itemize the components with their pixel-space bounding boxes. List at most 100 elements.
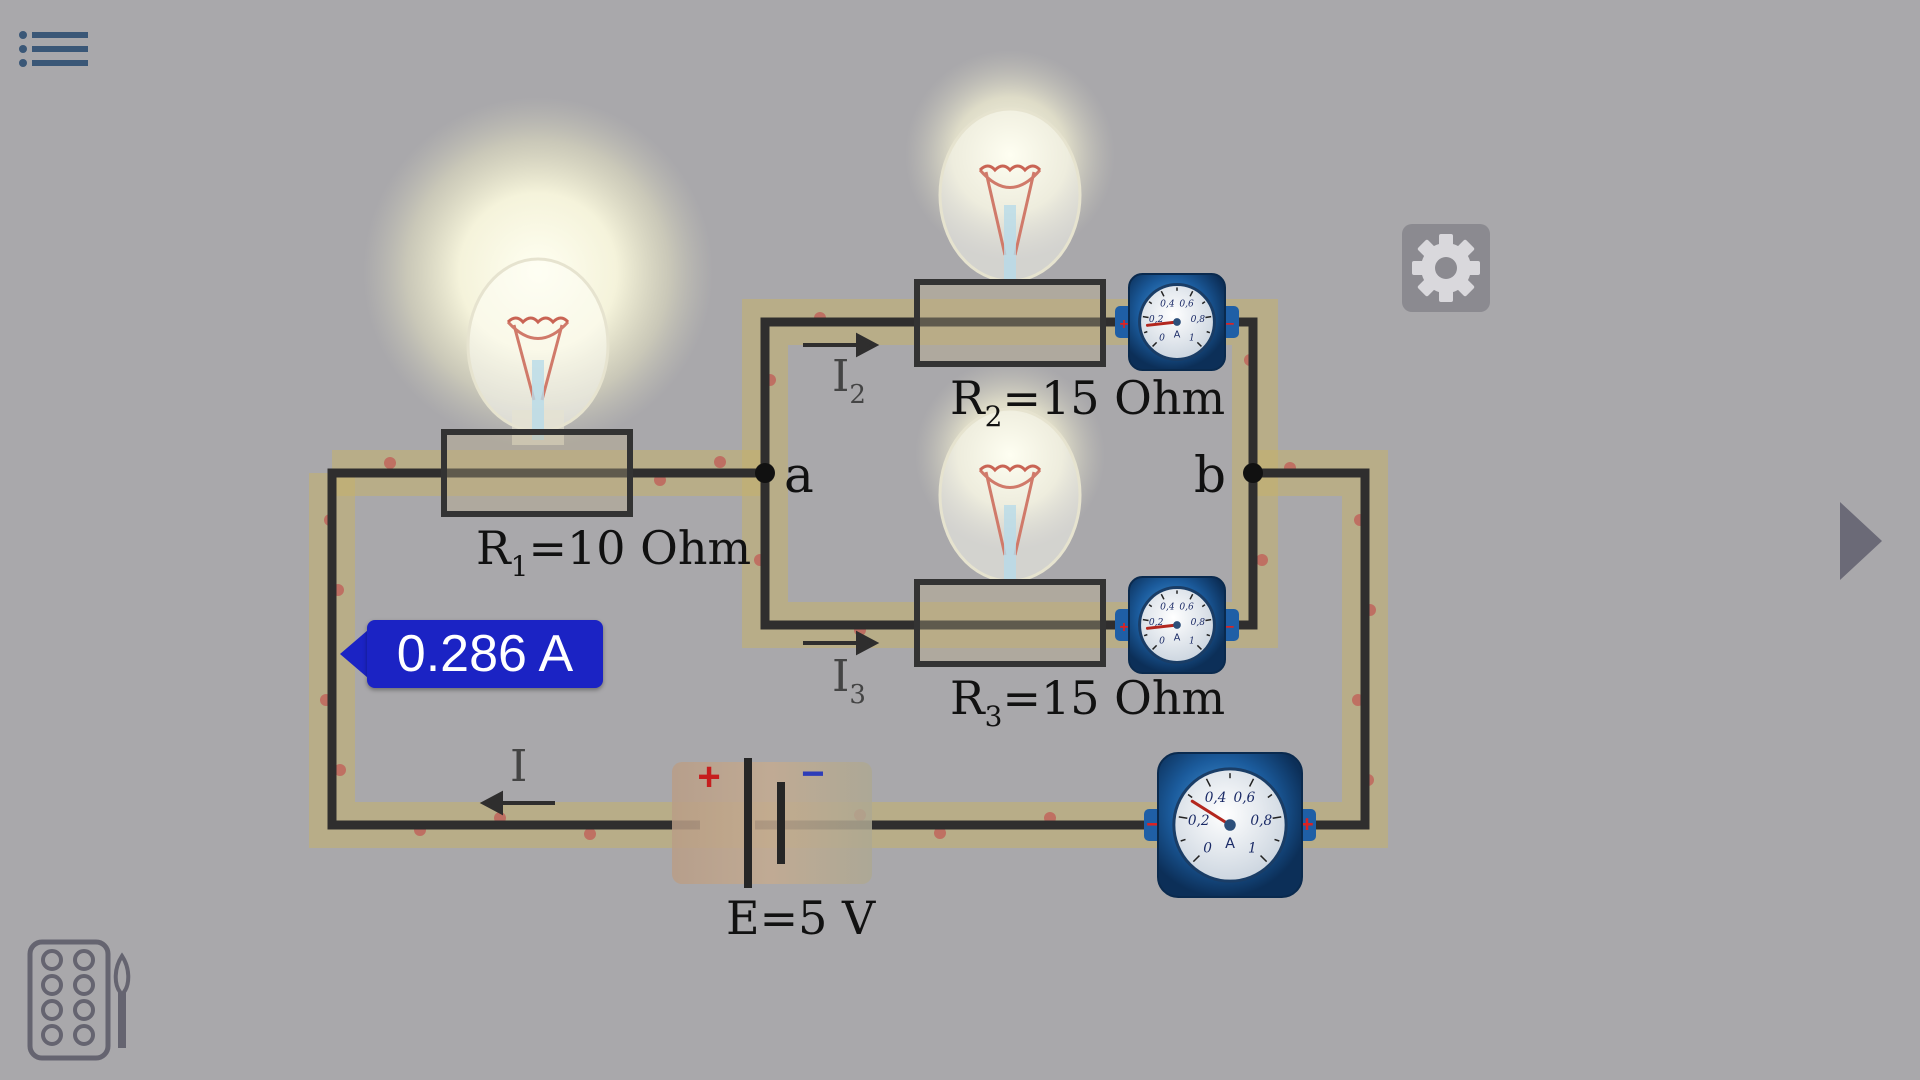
ammeter-main-tick [1192, 855, 1200, 863]
triangle-right-icon [1840, 502, 1882, 580]
resistor-r3[interactable] [914, 579, 1106, 667]
ammeter-branch-3-tick [1160, 593, 1165, 600]
battery-plus-sign: + [697, 755, 720, 799]
ammeter-branch-2[interactable]: + − 0 0,2 0,4 0,6 0,8 1A [1115, 273, 1239, 371]
node-label-b: b [1194, 446, 1227, 504]
ammeter-branch-2-needle-hub [1173, 318, 1181, 326]
ammeter-main-tick [1180, 838, 1186, 842]
ammeter-main-scale-label: 0,6 [1234, 790, 1256, 806]
menu-button[interactable] [18, 30, 92, 74]
ammeter-branch-3-tick [1206, 633, 1211, 637]
label-r2: R2=15 Ohm [950, 375, 1225, 431]
ammeter-main-tick [1274, 838, 1280, 842]
ammeter-branch-2-terminal-right-sign: − [1226, 316, 1235, 333]
label-current-i3: I3 [832, 655, 866, 710]
ammeter-branch-3-terminal-right-sign: − [1226, 619, 1235, 636]
label-r1: R1=10 Ohm [476, 525, 751, 581]
gear-icon [1412, 234, 1480, 302]
ammeter-branch-2-scale-label: 1 [1189, 333, 1195, 343]
ammeter-branch-3-tick [1143, 633, 1148, 637]
ammeter-branch-3-tick [1148, 604, 1153, 608]
ammeter-branch-2-terminal-left-sign: + [1120, 316, 1129, 333]
ammeter-branch-2-tick [1206, 330, 1211, 334]
current-reading-tag: 0.286 A [340, 618, 605, 690]
ammeter-branch-2-unit-label: A [1174, 329, 1181, 340]
ammeter-branch-2-scale-label: 0,8 [1191, 315, 1206, 325]
palette-button[interactable] [26, 938, 136, 1062]
label-r3-index: 3 [984, 700, 1003, 733]
ammeter-main-tick [1205, 778, 1212, 787]
ammeter-main-scale-label: 0,2 [1188, 813, 1210, 829]
ammeter-main-needle [1190, 799, 1232, 827]
ammeter-main-tick [1248, 778, 1255, 787]
ammeter-branch-3-scale-label: 0,2 [1149, 618, 1164, 628]
resistor-r1[interactable] [441, 429, 633, 517]
ammeter-main-terminal-right-sign: + [1300, 811, 1313, 837]
label-r2-name: R [950, 371, 985, 425]
label-current-i2-name: I [832, 351, 850, 402]
ammeter-branch-2-scale-label: 0,2 [1149, 315, 1164, 325]
palette-brush-icon [27, 939, 131, 1061]
ammeter-branch-3-tick [1205, 618, 1212, 622]
ammeter-branch-3-scale-label: 0 [1159, 636, 1165, 646]
battery-minus-sign: − [801, 752, 824, 796]
ammeter-branch-3-tick [1142, 618, 1149, 622]
ammeter-branch-3-scale-label: 1 [1189, 636, 1195, 646]
ammeter-branch-2-tick [1148, 301, 1153, 305]
label-r3-name: R [950, 671, 985, 725]
ammeter-main-scale-label: 0 [1203, 840, 1212, 856]
label-r1-index: 1 [510, 550, 529, 583]
ammeter-branch-2-scale-label: 0,4 [1160, 300, 1175, 310]
label-current-i2-index: 2 [849, 380, 866, 410]
ammeter-branch-3-needle [1145, 623, 1179, 630]
ammeter-main-scale-label: 0,4 [1205, 790, 1227, 806]
ammeter-branch-3-needle-hub [1173, 621, 1181, 629]
ammeter-branch-2-tick [1160, 290, 1165, 297]
ammeter-main-unit-label: A [1225, 836, 1235, 852]
label-r2-value: =15 Ohm [1002, 371, 1226, 425]
label-r2-index: 2 [984, 400, 1003, 433]
resistor-r2[interactable] [914, 279, 1106, 367]
settings-button[interactable] [1402, 224, 1490, 312]
ammeter-branch-2-tick [1196, 341, 1202, 347]
ammeter-branch-2-tick [1189, 290, 1194, 297]
label-current-i2: I2 [832, 355, 866, 410]
ammeter-branch-2-tick [1201, 301, 1206, 305]
ammeter-branch-3-scale-label: 0,6 [1179, 603, 1194, 613]
junction-a [755, 463, 775, 483]
label-battery: E=5 V [726, 891, 876, 945]
label-current-i3-index: 3 [849, 680, 866, 710]
ammeter-main-tick [1267, 793, 1273, 799]
ammeter-branch-2-scale-label: 0 [1159, 333, 1165, 343]
ammeter-main-tick [1272, 816, 1282, 819]
ammeter-branch-3-scale-label: 0,4 [1160, 603, 1175, 613]
battery[interactable]: + − [672, 752, 872, 888]
ammeter-main-tick [1178, 816, 1188, 819]
label-current-i: I [510, 741, 528, 792]
ammeter-branch-3-tick [1196, 644, 1202, 650]
next-level-button[interactable] [1836, 500, 1886, 582]
ammeter-main-scale-label: 0,8 [1250, 813, 1272, 829]
ammeter-branch-3-tick [1189, 593, 1194, 600]
ammeter-branch-3-unit-label: A [1174, 632, 1181, 643]
current-arrows [479, 332, 880, 816]
current-reading-value: 0.286 A [396, 625, 574, 683]
current-reading-body [367, 620, 603, 688]
ammeter-main-scale-label: 1 [1248, 840, 1257, 856]
ammeter-branch-2-tick [1142, 315, 1149, 319]
label-current-i3-name: I [832, 651, 850, 702]
ammeter-branch-2-tick [1152, 341, 1158, 347]
junction-b [1243, 463, 1263, 483]
ammeter-branch-2-tick [1143, 330, 1148, 334]
label-r1-value: =10 Ohm [528, 521, 752, 575]
ammeter-main-needle-hub [1224, 819, 1236, 831]
ammeter-branch-3-terminal-left-sign: + [1120, 619, 1129, 636]
label-r3: R3=15 Ohm [950, 675, 1225, 731]
ammeter-branch-2-needle [1145, 320, 1179, 327]
ammeter-branch-2-tick [1205, 315, 1212, 319]
ammeter-branch-2-scale-label: 0,6 [1179, 300, 1194, 310]
bulb-r1 [466, 257, 610, 445]
